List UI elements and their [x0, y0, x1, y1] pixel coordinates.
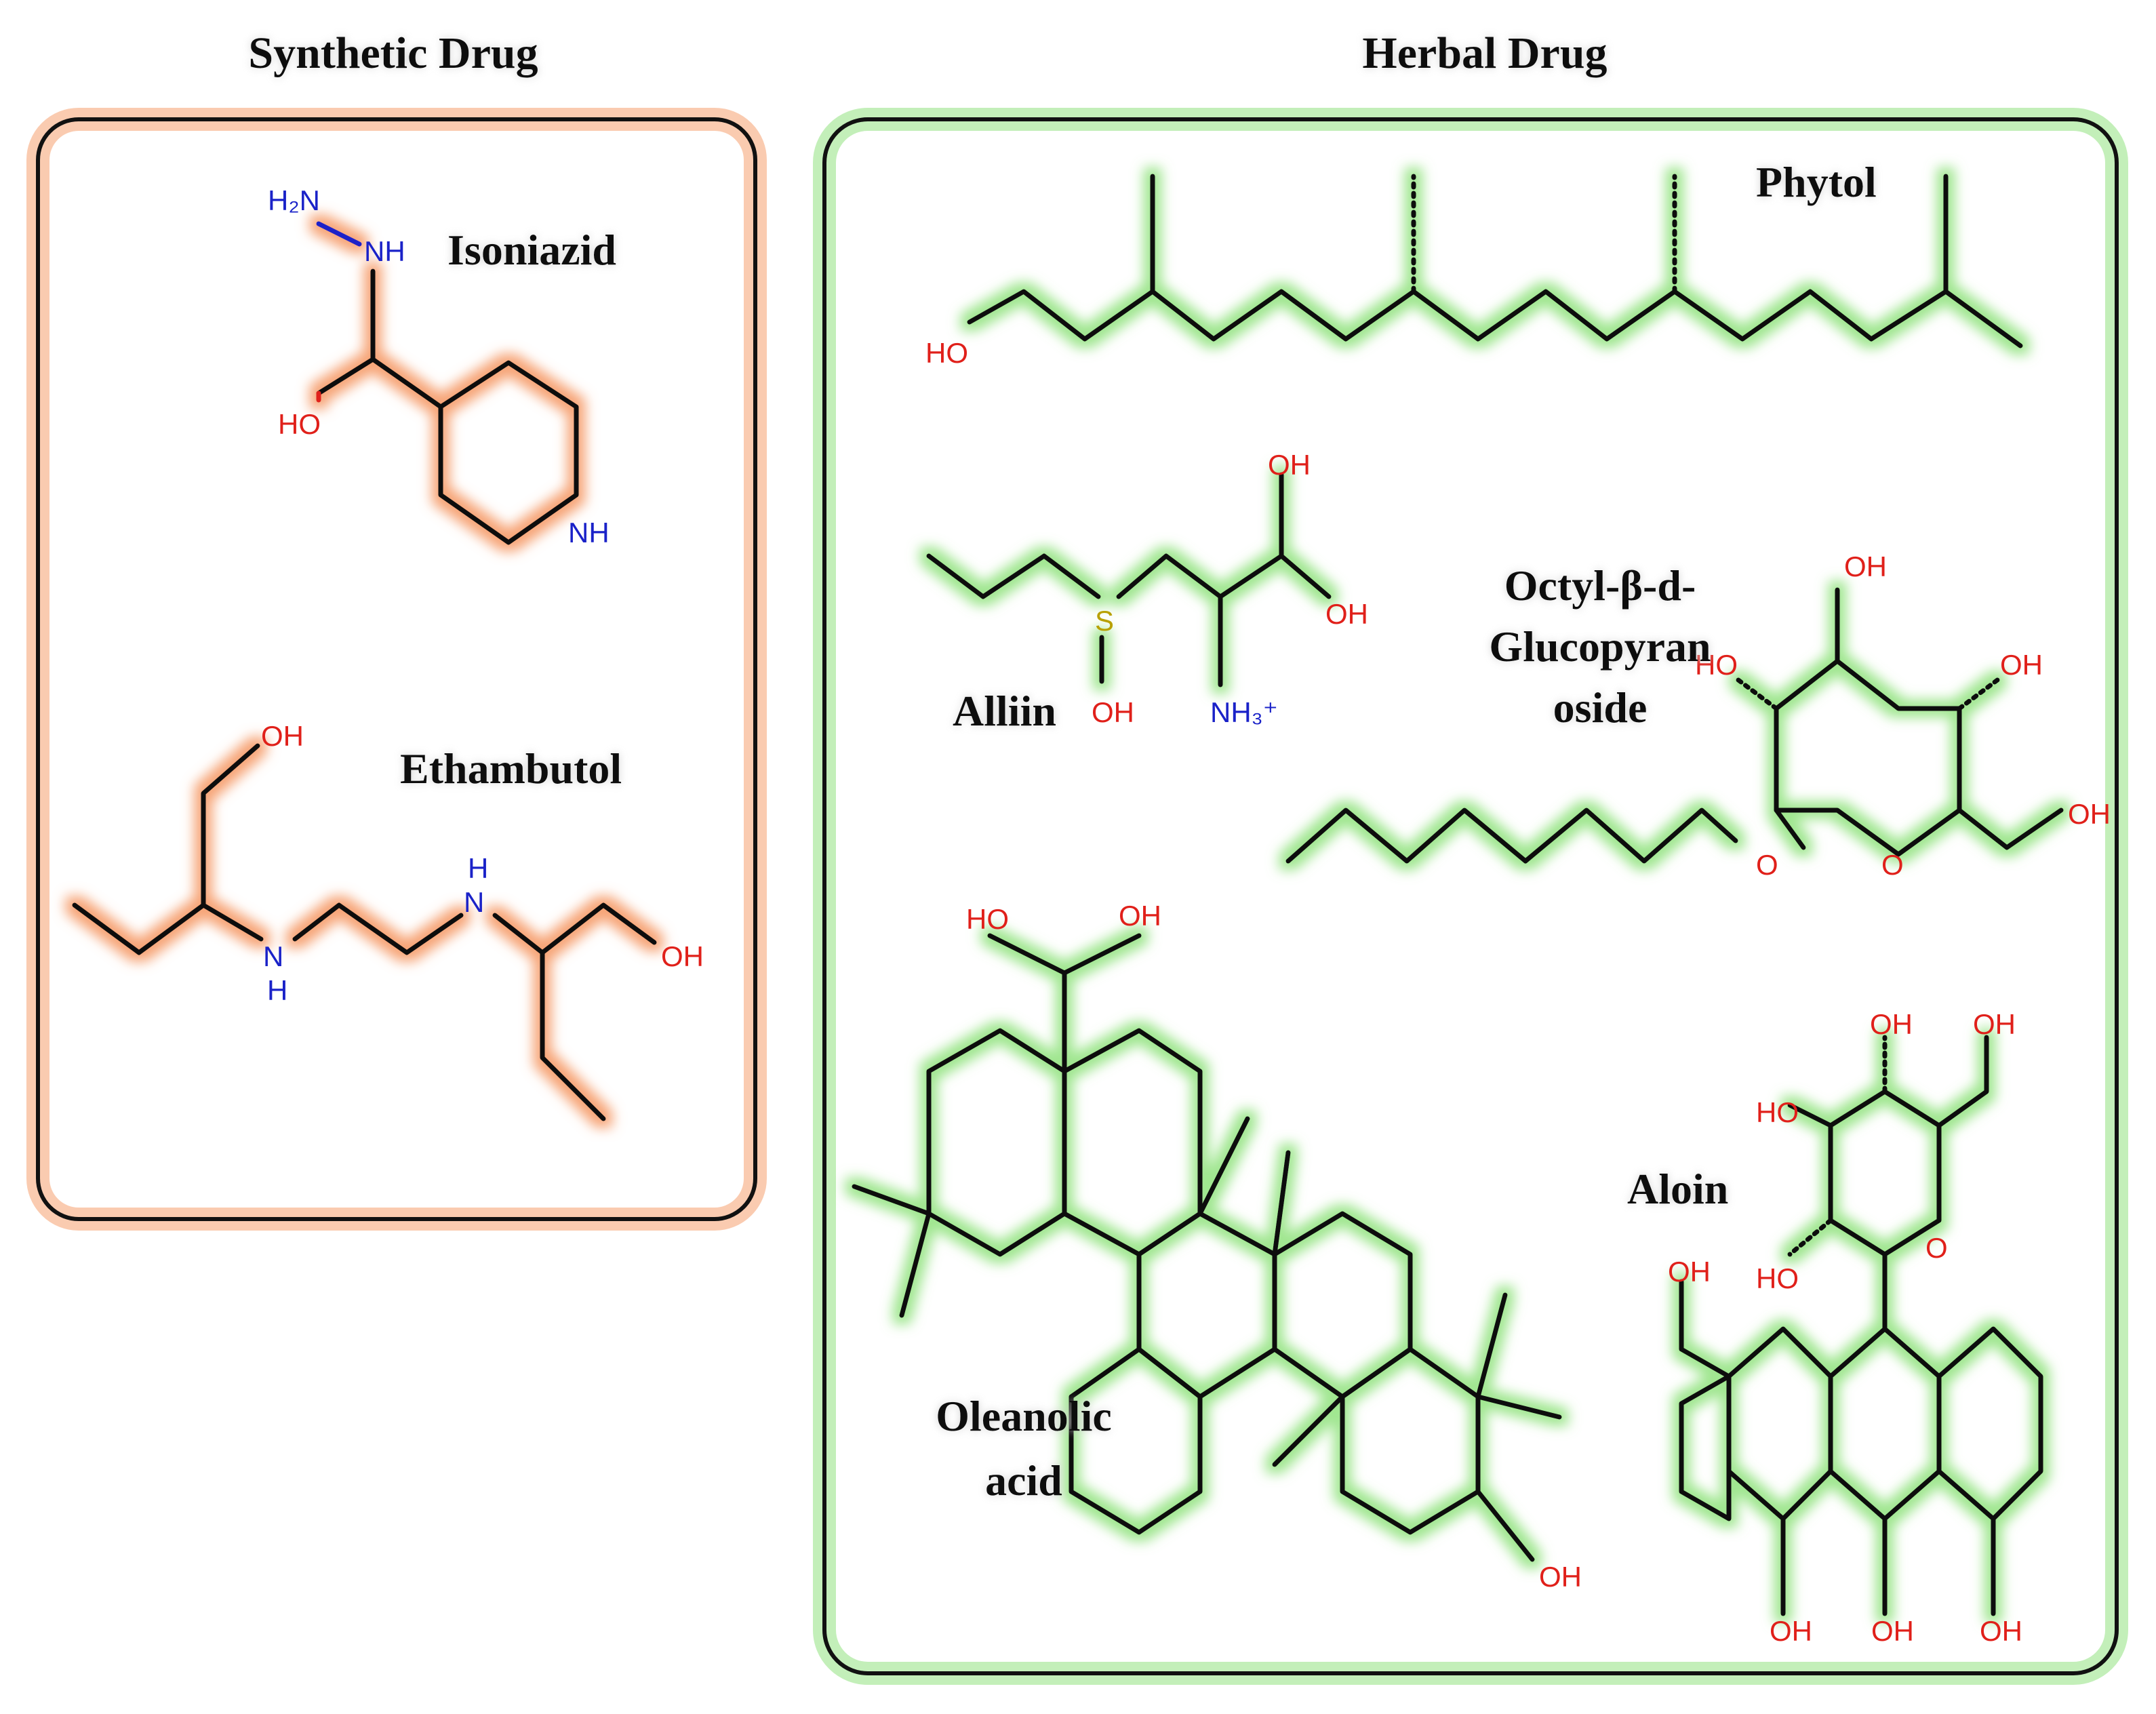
octyl-oh-top-label: OH — [1844, 551, 1887, 582]
ethambutol-n-left-label: N — [263, 940, 283, 972]
alliin-nh3-label: NH₃⁺ — [1210, 696, 1278, 728]
ethambutol-n-right-label: N — [464, 886, 484, 918]
isoniazid-nh-label: NH — [364, 235, 405, 267]
ethambutol-h-left-label: H — [267, 974, 287, 1006]
octyl-oh-right-label: OH — [2000, 649, 2043, 681]
octyl-glucopyranoside-structure — [1285, 587, 2064, 864]
oleanolic-name-line1: Oleanolic — [936, 1392, 1112, 1440]
octyl-name-line1: Octyl-β-d- — [1504, 561, 1696, 610]
oleanolic-acid-structure — [852, 933, 1562, 1562]
oleanolic-oh-label: OH — [1539, 1561, 1582, 1593]
ethambutol-structure — [72, 743, 657, 1121]
herbal-drug-title: Herbal Drug — [1362, 28, 1607, 78]
synthetic-drug-panel — [26, 108, 767, 1231]
aloin-ho-2-label: HO — [1756, 1262, 1799, 1294]
aloin-oh-3-label: OH — [1770, 1615, 1812, 1647]
octyl-oh-ch2-label: OH — [2068, 798, 2111, 830]
isoniazid-nh-ring-label: NH — [568, 517, 610, 549]
isoniazid-h2n-label: H₂N — [268, 184, 320, 216]
octyl-o-link-label: O — [1756, 849, 1778, 881]
aloin-oh-5-label: OH — [1980, 1615, 2022, 1647]
aloin-oh-4-label: OH — [1871, 1615, 1914, 1647]
oleanolic-name-line2: acid — [985, 1456, 1062, 1504]
oleanolic-ho-label: HO — [966, 903, 1009, 935]
octyl-name-line3: oside — [1553, 683, 1648, 732]
aloin-oh-1-label: OH — [1870, 1008, 1913, 1040]
ethambutol-name: Ethambutol — [400, 744, 622, 793]
octyl-ho-left-label: HO — [1695, 649, 1738, 681]
ethambutol-h-right-label: H — [468, 852, 488, 884]
ethambutol-oh-top-label: OH — [261, 720, 304, 752]
phytol-structure — [967, 174, 2023, 348]
alliin-oh-top-label: OH — [1268, 449, 1311, 481]
octyl-name-line2: Glucopyran — [1489, 622, 1711, 671]
aloin-name: Aloin — [1627, 1165, 1728, 1213]
alliin-name: Alliin — [953, 687, 1056, 735]
aloin-oh-ch2-label: OH — [1668, 1256, 1711, 1288]
isoniazid-name: Isoniazid — [447, 226, 616, 274]
isoniazid-ho-label: HO — [278, 408, 321, 440]
aloin-o-ring-label: O — [1925, 1232, 1948, 1264]
alliin-oh-right-label: OH — [1325, 598, 1368, 630]
octyl-o-ring-label: O — [1881, 849, 1904, 881]
phytol-name: Phytol — [1756, 158, 1877, 206]
alliin-s-label: S — [1095, 605, 1114, 637]
herbal-drug-panel — [813, 108, 2128, 1685]
isoniazid-structure — [316, 221, 579, 545]
phytol-ho-label: HO — [925, 337, 968, 369]
synthetic-drug-title: Synthetic Drug — [248, 28, 538, 78]
ethambutol-oh-right-label: OH — [661, 940, 704, 972]
aloin-ho-1-label: HO — [1756, 1096, 1799, 1128]
alliin-oh-s-label: OH — [1092, 696, 1134, 728]
oleanolic-oh-acid-label: OH — [1119, 900, 1161, 932]
aloin-structure — [1679, 1035, 2043, 1616]
aloin-oh-2-label: OH — [1973, 1008, 2016, 1040]
alliin-structure — [926, 472, 1332, 687]
